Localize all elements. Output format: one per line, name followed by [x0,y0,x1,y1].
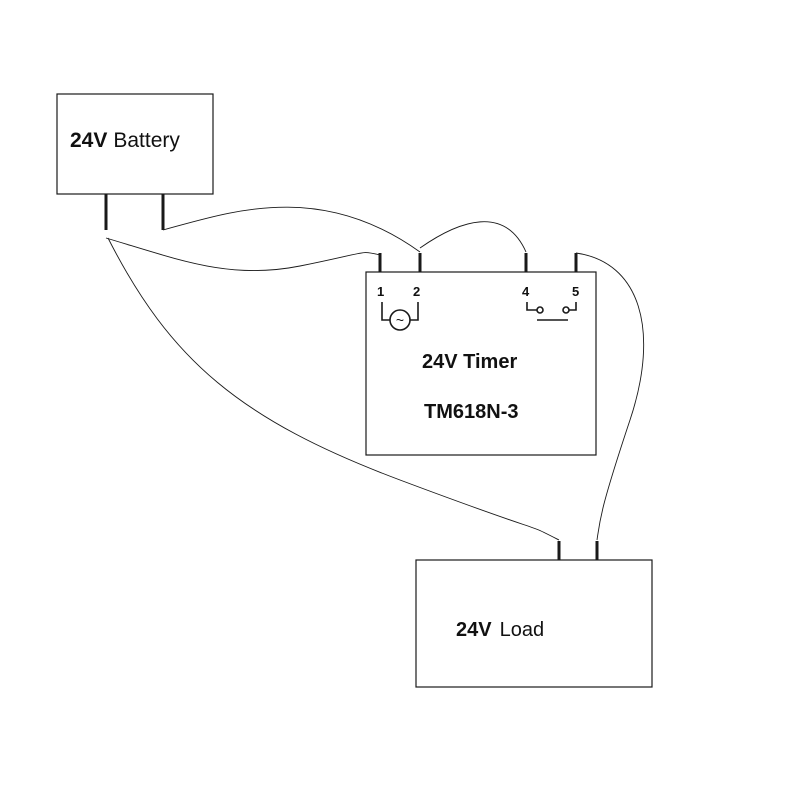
wire-timer-pin5-to-load [575,252,645,541]
battery-block: 24V Battery [56,93,214,230]
battery-voltage: 24V [70,129,107,152]
coil-icon [389,309,411,331]
contact-point-left-icon [536,306,544,314]
wire-battery-to-timer-pin2 [162,206,421,253]
contact-lead-left [526,302,537,311]
coil-lead-left [381,302,390,321]
pin-label-2: 2 [413,284,420,299]
load-block: 24V Load [415,541,653,688]
wire-battery-to-load [107,237,560,541]
contact-lead-right [569,302,577,311]
load-voltage: 24V [456,619,492,641]
pin-label-1: 1 [377,284,384,299]
battery-name: Battery [113,129,180,152]
timer-box [365,271,597,456]
timer-model: TM618N-3 [424,401,518,423]
battery-box [56,93,214,195]
coil-symbol: ~ [396,312,404,328]
load-label: 24V Load [456,619,544,641]
wire-battery-to-timer-pin1 [105,237,381,272]
pin-label-5: 5 [572,284,579,299]
load-name: Load [500,619,545,641]
battery-label: 24V Battery [70,129,180,152]
coil-lead-right [410,302,419,321]
timer-block: 1 2 4 5 ~ 24V Timer TM618N-3 [365,253,597,456]
wire-timer-pin2-to-pin4 [419,221,527,253]
timer-title: 24V Timer [422,351,517,373]
pin-label-4: 4 [522,284,530,299]
load-box [415,559,653,688]
